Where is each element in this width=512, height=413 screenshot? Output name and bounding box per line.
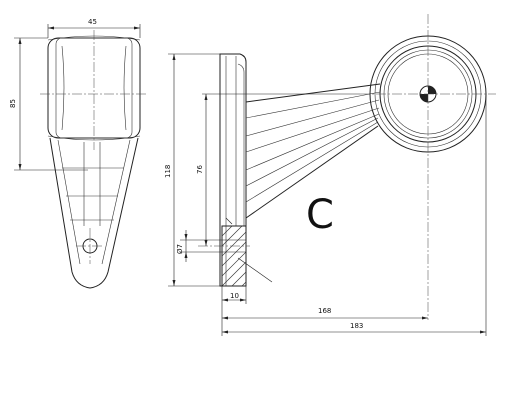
- variant-label: C: [306, 192, 334, 238]
- side-view: 45 85: [9, 18, 148, 289]
- dim-hole-diameter: Ø7: [176, 244, 184, 254]
- dim-height-85: 85: [9, 99, 17, 108]
- dim-width-45: 45: [88, 18, 97, 26]
- dim-reach-183: 183: [350, 322, 363, 330]
- dim-reach-168: 168: [318, 307, 331, 315]
- dim-hole-spacing-76: 76: [196, 165, 204, 174]
- dim-thickness-10: 10: [230, 292, 239, 300]
- front-view: 118 76 Ø7 10 168 183 C: [164, 14, 496, 336]
- dim-total-height-118: 118: [164, 165, 172, 178]
